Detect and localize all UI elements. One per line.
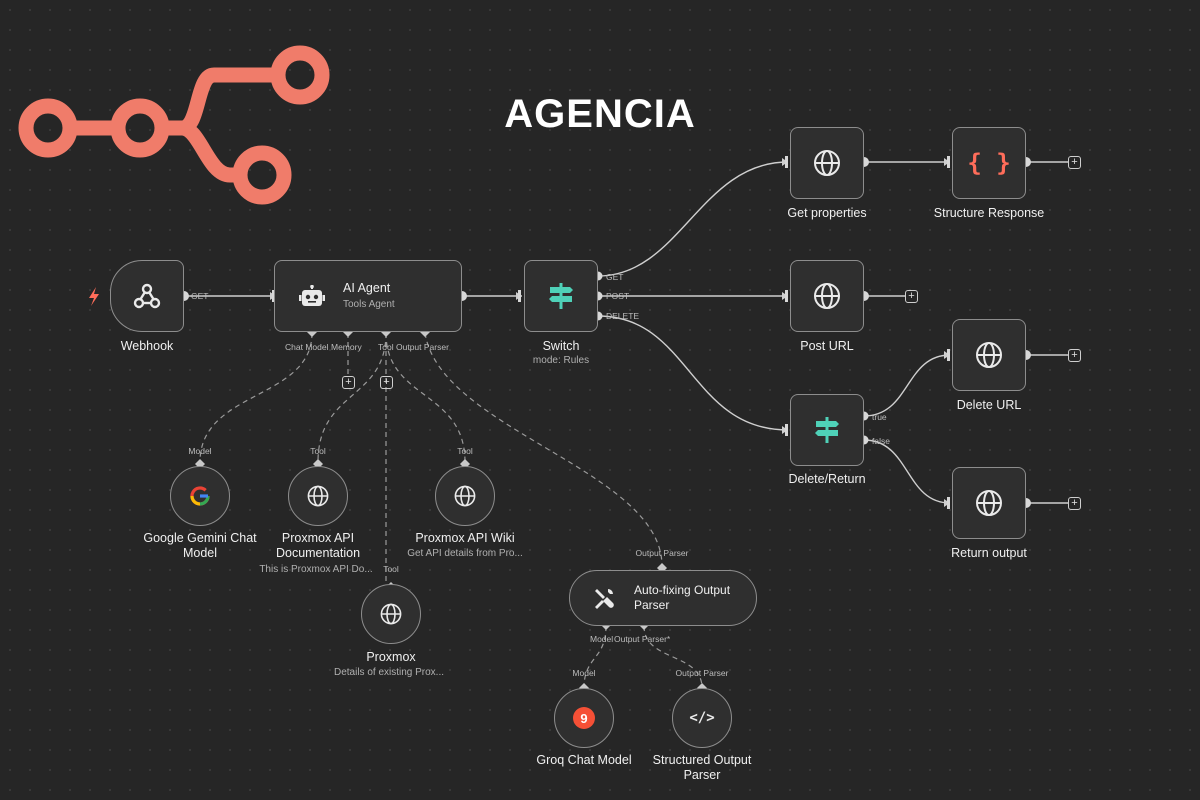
ai-agent-title: AI Agent xyxy=(343,281,391,295)
gemini-label-1: Google Gemini Chat xyxy=(143,531,257,545)
node-delete-return[interactable] xyxy=(790,394,864,466)
switch-output-post: POST xyxy=(606,291,630,301)
delete-url-label: Delete URL xyxy=(956,398,1022,412)
proxmox-doc-label-1: Proxmox API xyxy=(281,531,355,545)
conn-fix-struct xyxy=(643,625,703,689)
agent-port-output-parser: Output Parser xyxy=(396,342,449,352)
groq-label: Groq Chat Model xyxy=(536,753,632,767)
autofix-port-parser: Output Parser* xyxy=(614,634,671,644)
conn-switch-delete xyxy=(597,315,789,431)
conn-false-return xyxy=(863,439,951,504)
proxmox-port-tool: Tool xyxy=(383,564,399,574)
agent-port-tool: Tool xyxy=(378,342,394,352)
globe-icon xyxy=(379,602,403,626)
node-proxmox-api-doc[interactable] xyxy=(288,466,348,526)
globe-icon xyxy=(974,340,1004,370)
braces-icon: { } xyxy=(967,149,1011,177)
autofix-label-1: Auto-fixing Output xyxy=(634,583,731,597)
proxmox-doc-port-tool: Tool xyxy=(310,446,326,456)
structured-parser-label-2: Parser xyxy=(683,768,721,782)
node-gemini-chat-model[interactable] xyxy=(170,466,230,526)
node-webhook[interactable] xyxy=(110,260,184,332)
switch-output-get: GET xyxy=(606,272,624,282)
google-g-icon xyxy=(189,485,211,507)
proxmox-label: Proxmox xyxy=(366,650,416,664)
proxmox-sublabel: Details of existing Prox... xyxy=(333,667,445,678)
lightning-icon xyxy=(89,287,99,306)
conn-fix-groq xyxy=(583,625,607,689)
globe-icon xyxy=(974,488,1004,518)
conn-agent-gemini xyxy=(199,332,313,463)
n8n-logo-icon xyxy=(18,45,330,205)
node-auto-fixing-parser[interactable]: Auto-fixing Output Parser xyxy=(569,570,757,626)
groq-port-model: Model xyxy=(572,668,596,678)
node-proxmox-api-wiki[interactable] xyxy=(435,466,495,526)
signpost-icon xyxy=(546,281,576,311)
delete-return-output-true: true xyxy=(872,412,887,422)
node-proxmox[interactable] xyxy=(361,584,421,644)
groq-icon: 9 xyxy=(573,707,595,729)
signpost-icon xyxy=(812,415,842,445)
gemini-label-2: Model xyxy=(182,546,218,560)
autofix-port-model: Model xyxy=(590,634,614,644)
proxmox-doc-label-2: Documentation xyxy=(275,546,361,560)
conn-agent-parser xyxy=(424,332,663,567)
delete-return-output-false: false xyxy=(872,436,890,446)
code-icon: </> xyxy=(689,710,715,726)
add-tool-button[interactable]: + xyxy=(380,376,393,389)
autofix-port-output-parser: Output Parser xyxy=(635,548,689,558)
node-structured-output-parser[interactable]: </> xyxy=(672,688,732,748)
add-after-delete-url-button[interactable]: + xyxy=(1068,349,1081,362)
agent-port-memory: Memory xyxy=(331,342,362,352)
globe-icon xyxy=(812,281,842,311)
node-ai-agent[interactable]: AI Agent Tools Agent xyxy=(274,260,462,332)
switch-sublabel: mode: Rules xyxy=(532,355,590,366)
node-switch[interactable] xyxy=(524,260,598,332)
webhook-port-get: GET xyxy=(191,291,209,301)
globe-icon xyxy=(453,484,477,508)
tools-icon xyxy=(592,586,616,610)
conn-agent-wiki xyxy=(385,332,466,463)
node-structure-response[interactable]: { } xyxy=(952,127,1026,199)
conn-switch-get xyxy=(597,161,789,277)
post-url-label: Post URL xyxy=(800,339,854,353)
page-title: AGENCIA xyxy=(504,92,696,136)
conn-agent-tooldoc xyxy=(317,332,387,463)
proxmox-wiki-port-tool: Tool xyxy=(457,446,473,456)
add-after-post-button[interactable]: + xyxy=(905,290,918,303)
proxmox-wiki-sublabel: Get API details from Pro... xyxy=(407,548,523,559)
add-after-return-button[interactable]: + xyxy=(1068,497,1081,510)
switch-output-delete: DELETE xyxy=(606,311,640,321)
node-groq-chat-model[interactable]: 9 xyxy=(554,688,614,748)
node-delete-url[interactable] xyxy=(952,319,1026,391)
proxmox-doc-sublabel: This is Proxmox API Do... xyxy=(259,564,373,575)
ai-agent-subtitle: Tools Agent xyxy=(343,299,395,310)
get-properties-label: Get properties xyxy=(787,206,867,220)
webhook-icon xyxy=(132,281,162,311)
structure-response-label: Structure Response xyxy=(933,206,1045,220)
conn-true-deleteurl xyxy=(863,354,951,417)
node-get-properties[interactable] xyxy=(790,127,864,199)
add-memory-button[interactable]: + xyxy=(342,376,355,389)
globe-icon xyxy=(812,148,842,178)
switch-label: Switch xyxy=(542,339,580,353)
add-after-structure-button[interactable]: + xyxy=(1068,156,1081,169)
node-post-url[interactable] xyxy=(790,260,864,332)
robot-icon xyxy=(299,285,325,309)
agent-port-chat-model: Chat Model xyxy=(285,342,329,352)
proxmox-wiki-label: Proxmox API Wiki xyxy=(415,531,515,545)
return-output-label: Return output xyxy=(951,546,1027,560)
node-return-output[interactable] xyxy=(952,467,1026,539)
delete-return-label: Delete/Return xyxy=(788,472,866,486)
structured-parser-port: Output Parser xyxy=(675,668,729,678)
globe-icon xyxy=(306,484,330,508)
webhook-label: Webhook xyxy=(120,339,174,353)
structured-parser-label-1: Structured Output xyxy=(652,753,752,767)
autofix-label-2: Parser xyxy=(634,598,670,612)
gemini-port-model: Model xyxy=(188,446,212,456)
